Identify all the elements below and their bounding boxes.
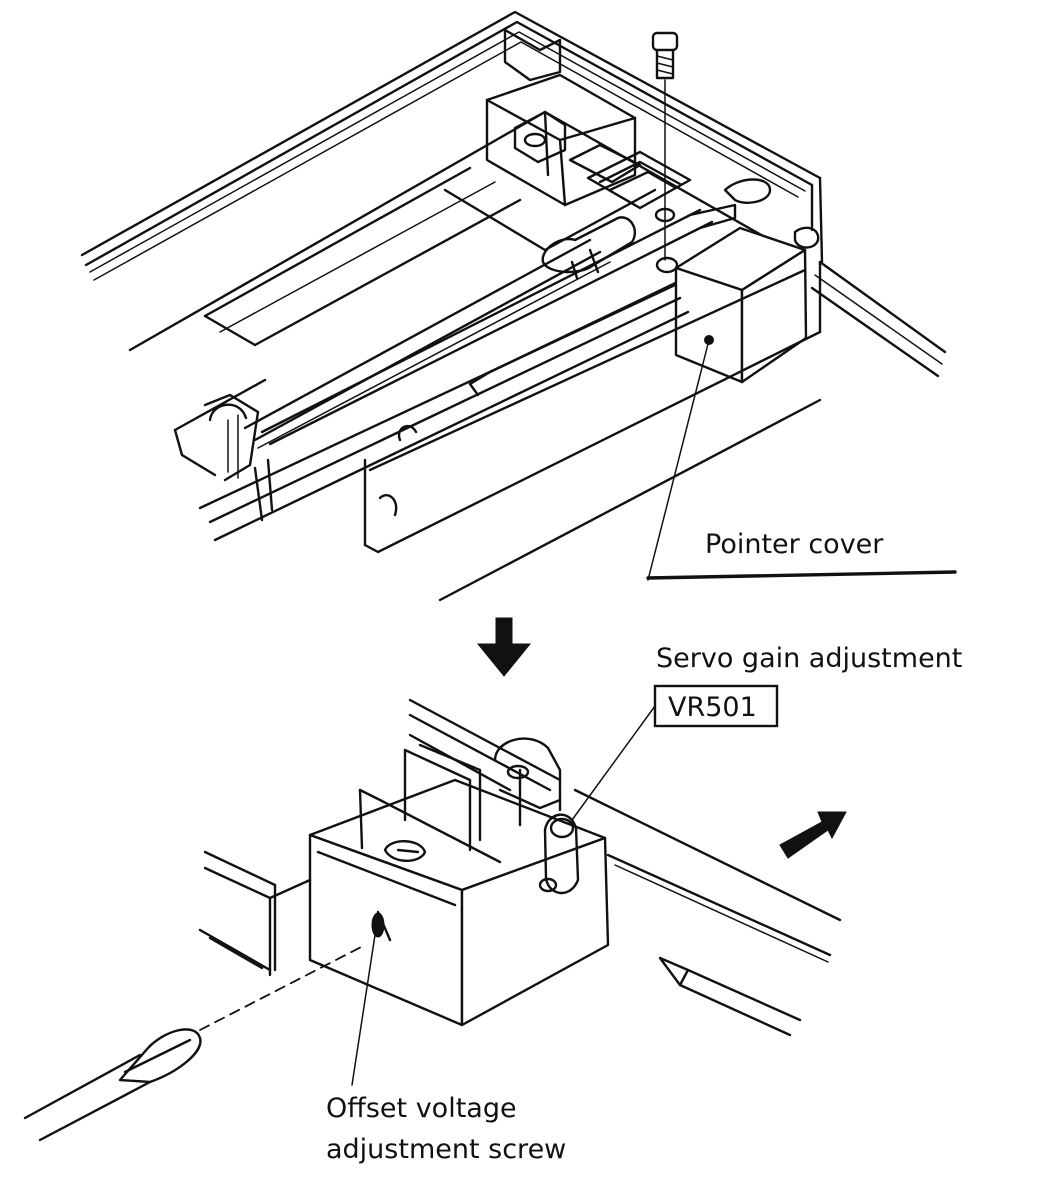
- down-arrow-icon: [476, 617, 532, 677]
- right-arrow-icon: [779, 811, 847, 859]
- vr501-leader: [571, 705, 656, 821]
- top-assembly-illustration: Pointer cover: [80, 10, 957, 602]
- offset-leader: [351, 934, 376, 1086]
- pointer-cover-label: Pointer cover: [705, 529, 884, 560]
- screw: [651, 31, 679, 261]
- adjustment-block: [308, 737, 610, 1027]
- vr501-tag: VR501: [653, 684, 779, 728]
- offset-label-line2: adjustment screw: [326, 1134, 566, 1165]
- bottom-assembly-illustration: Servo gain adjustment VR501: [23, 643, 962, 1165]
- left-tray: [198, 850, 312, 977]
- upper-block: [485, 73, 820, 249]
- right-bar: [573, 788, 842, 1037]
- screwdriver: [23, 944, 366, 1142]
- vr501-label: VR501: [668, 692, 757, 723]
- offset-label-line1: Offset voltage: [326, 1093, 517, 1124]
- pointer-cover-callout: Pointer cover: [646, 339, 957, 581]
- servo-gain-label: Servo gain adjustment: [656, 643, 962, 674]
- pointer-cover-part: [674, 226, 808, 384]
- chassis-rails: [80, 10, 947, 378]
- front-channel: [173, 260, 822, 602]
- inner-plate: [128, 110, 772, 352]
